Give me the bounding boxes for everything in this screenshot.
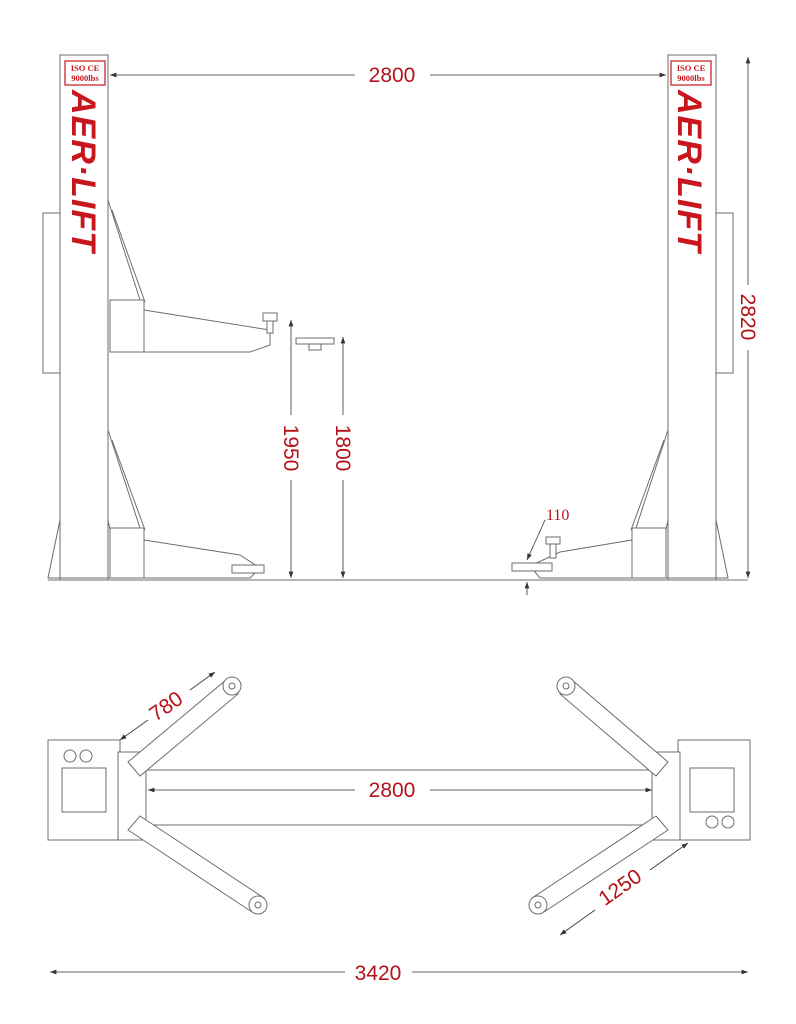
right-brand-logo: AER·LIFT bbox=[670, 89, 708, 255]
right-column: ISO CE 9000lbs AER·LIFT bbox=[655, 54, 734, 581]
right-arm-lowered bbox=[511, 429, 669, 579]
left-column: ISO CE 9000lbs AER·LIFT bbox=[42, 54, 121, 581]
left-side-cover bbox=[42, 212, 61, 374]
right-short-arm bbox=[559, 679, 669, 777]
dim-1800: 1800 bbox=[331, 425, 354, 472]
dim-1950: 1950 bbox=[279, 425, 302, 472]
right-badge-line2: 9000lbs bbox=[677, 73, 705, 83]
left-arm-lowered bbox=[107, 429, 265, 579]
right-badge bbox=[670, 60, 712, 86]
dim-2800-front: 2800 bbox=[369, 64, 416, 87]
front-view: ISO CE 9000lbs AER·LIFT ISO CE 9000lbs A… bbox=[42, 54, 759, 595]
dim-2800-top: 2800 bbox=[369, 779, 416, 802]
lift-pad bbox=[295, 337, 335, 345]
right-badge-line1: ISO CE bbox=[677, 63, 706, 73]
dim-110: 110 bbox=[546, 507, 569, 524]
right-side-cover bbox=[715, 212, 734, 374]
left-long-arm bbox=[127, 815, 265, 913]
left-badge-line1: ISO CE bbox=[71, 63, 100, 73]
left-badge bbox=[64, 60, 106, 86]
left-brand-logo: AER·LIFT bbox=[64, 89, 102, 255]
left-badge-line2: 9000lbs bbox=[71, 73, 99, 83]
dim-3420: 3420 bbox=[355, 962, 402, 985]
dim-2820: 2820 bbox=[736, 294, 759, 341]
top-view: 2800 780 1250 3420 bbox=[47, 671, 751, 985]
left-arm-raised bbox=[107, 199, 335, 353]
left-short-arm bbox=[127, 679, 239, 777]
